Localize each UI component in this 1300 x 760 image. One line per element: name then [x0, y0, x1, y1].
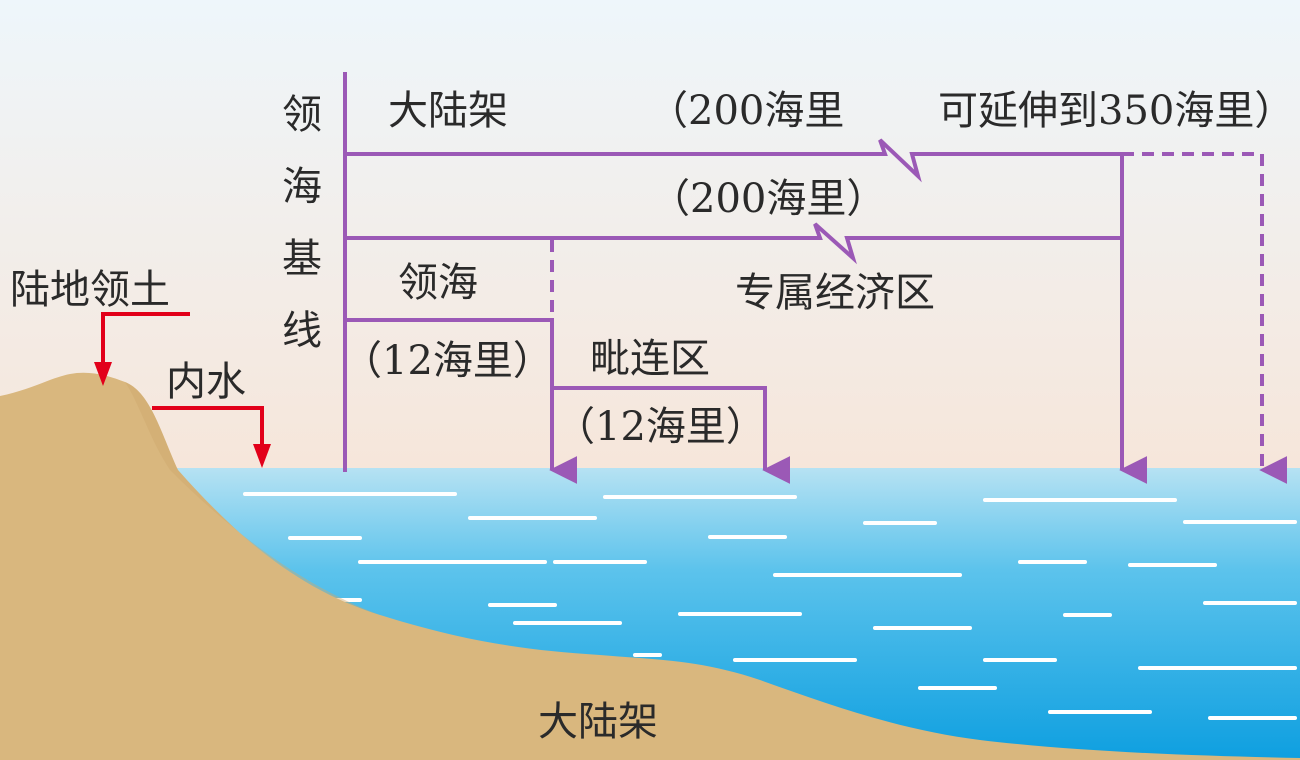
- eez-line: [345, 222, 1122, 265]
- baseline-char-4: 线: [282, 308, 322, 354]
- contiguous-zone-label: 毗连区: [590, 336, 710, 382]
- eez-200nm-label: （200海里）: [650, 176, 886, 222]
- land-and-continental-shelf: [0, 372, 1300, 760]
- shelf-200nm-label: （200海里: [648, 88, 844, 134]
- territorial-sea-label: 领海: [398, 260, 478, 306]
- wave-lines: [243, 492, 1297, 720]
- baseline-char-1: 领: [282, 92, 322, 138]
- land-territory-arrow: [94, 312, 190, 386]
- internal-waters-arrow: [152, 406, 271, 468]
- continental-shelf-line: [345, 138, 1122, 183]
- internal-waters-label: 内水: [166, 359, 246, 405]
- shelf-350nm-label: 可延伸到350海里）: [938, 88, 1294, 134]
- land-territory-label: 陆地领土: [10, 267, 170, 313]
- contiguous-zone-line: [552, 386, 791, 484]
- territorial-sea-line: [345, 318, 578, 484]
- baseline-char-3: 基: [282, 236, 322, 282]
- continental-shelf-label: 大陆架: [388, 88, 508, 134]
- eez-label: 专属经济区: [735, 270, 935, 316]
- contiguous-12nm-label: （12海里）: [555, 404, 766, 450]
- territorial-12nm-label: （12海里）: [342, 338, 553, 384]
- continental-shelf-bottom-label: 大陆架: [538, 699, 658, 745]
- baseline-char-2: 海: [282, 164, 322, 210]
